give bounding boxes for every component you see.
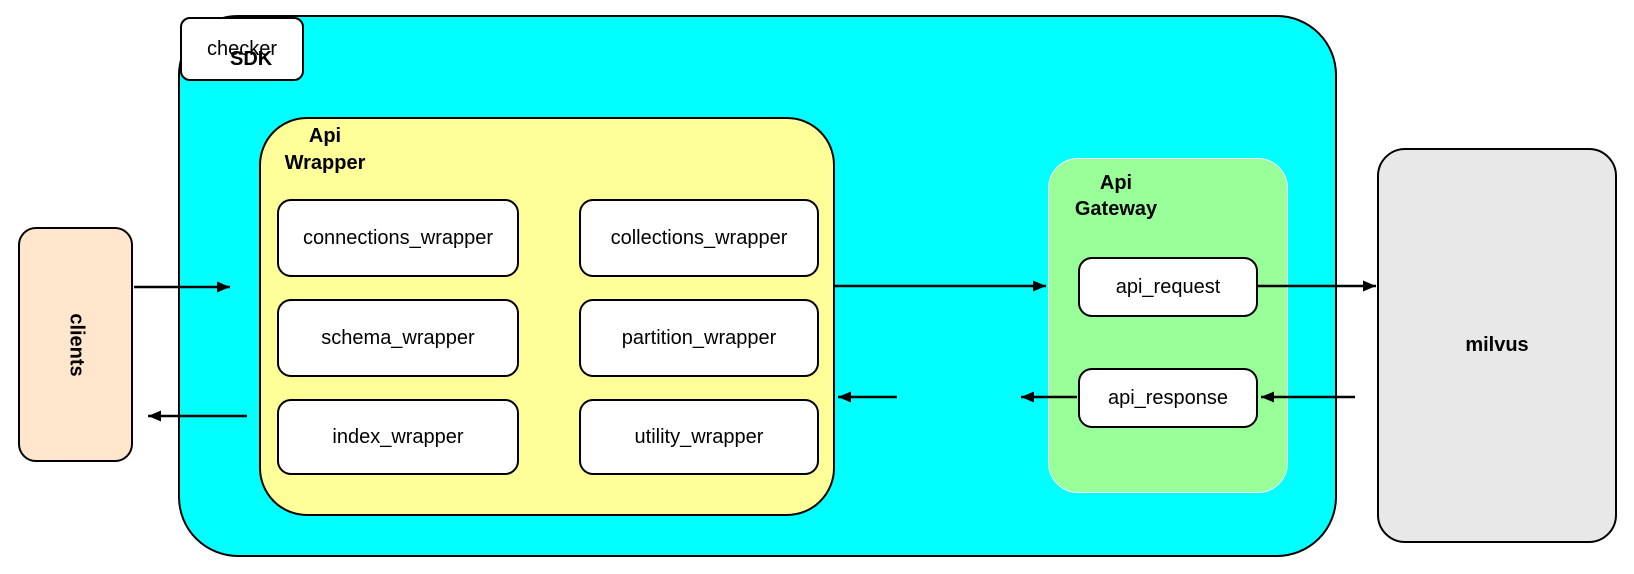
api-wrapper-container: Api Wrapper connections_wrapper collecti… (259, 117, 835, 516)
sdk-container: SDK Api Wrapper connections_wrapper coll… (178, 15, 1337, 557)
api-wrapper-label-line1: Api (308, 125, 342, 147)
clients-label: clients (65, 312, 87, 377)
sdk-label: SDK (230, 48, 273, 70)
collections-wrapper-node: collections_wrapper (579, 199, 819, 277)
checker-node: checker (180, 17, 304, 81)
utility-wrapper-node: utility_wrapper (579, 399, 819, 475)
schema-wrapper-node: schema_wrapper (277, 299, 519, 377)
clients-node: clients (18, 227, 133, 462)
api-wrapper-label: Api Wrapper (275, 123, 375, 177)
index-wrapper-node: index_wrapper (277, 399, 519, 475)
partition-wrapper-node: partition_wrapper (579, 299, 819, 377)
api-wrapper-label-line2: Wrapper (284, 152, 366, 174)
api-gateway-container: Api Gateway api_request api_response (1048, 158, 1288, 493)
api-gateway-label-line2: Gateway (1074, 198, 1158, 220)
api-gateway-label: Api Gateway (1066, 170, 1166, 222)
milvus-node: milvus (1377, 148, 1617, 543)
connections-wrapper-node: connections_wrapper (277, 199, 519, 277)
api-response-node: api_response (1078, 368, 1258, 428)
api-request-node: api_request (1078, 257, 1258, 317)
api-gateway-label-line1: Api (1099, 172, 1133, 194)
